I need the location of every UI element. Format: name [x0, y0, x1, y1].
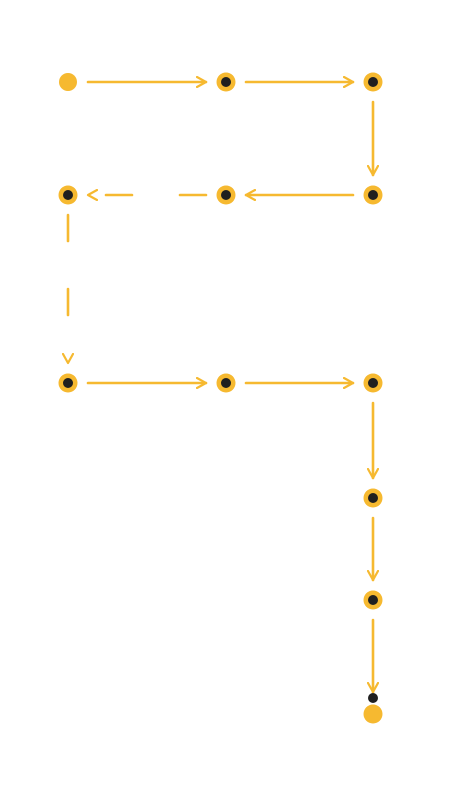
- flow-node-n10: [363, 590, 383, 610]
- flow-node-n4: [216, 185, 236, 205]
- flow-node-n1: [216, 72, 236, 92]
- flow-node-n8: [363, 373, 383, 393]
- node-center-dot-icon: [368, 493, 378, 503]
- node-center-dot-icon: [221, 378, 231, 388]
- node-center-dot-icon: [221, 77, 231, 87]
- node-center-dot-icon: [221, 190, 231, 200]
- flow-node-n6: [58, 373, 78, 393]
- start-dot-icon: [59, 73, 77, 91]
- edges-layer: [68, 82, 373, 694]
- node-center-dot-icon: [368, 595, 378, 605]
- node-center-dot-icon: [63, 190, 73, 200]
- end-dot-icon: [363, 704, 383, 724]
- flow-node-n7: [216, 373, 236, 393]
- flow-node-n9: [363, 488, 383, 508]
- flow-node-n3: [363, 185, 383, 205]
- flow-node-n2: [363, 72, 383, 92]
- node-center-dot-icon: [368, 190, 378, 200]
- node-center-dot-icon: [368, 378, 378, 388]
- node-center-dot-icon: [63, 378, 73, 388]
- end-node: [363, 693, 383, 724]
- node-center-dot-icon: [368, 77, 378, 87]
- end-marker-dot-icon: [368, 693, 378, 703]
- nodes-layer: [58, 72, 383, 724]
- start-node: [59, 73, 77, 91]
- flow-node-n5: [58, 185, 78, 205]
